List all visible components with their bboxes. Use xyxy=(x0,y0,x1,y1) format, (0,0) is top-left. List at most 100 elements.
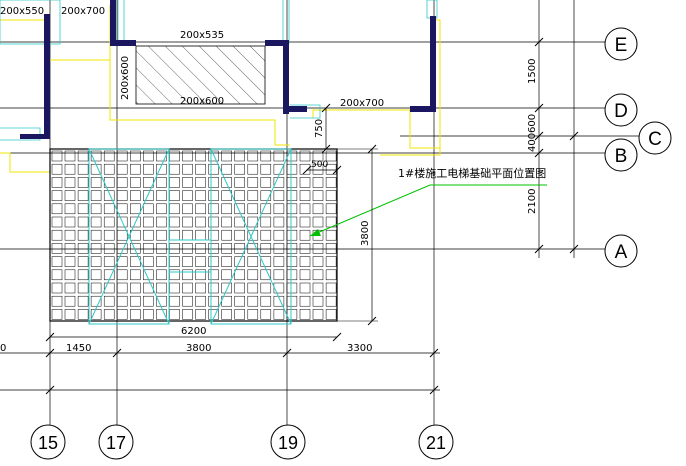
mesh-cell xyxy=(247,243,259,254)
dim-3800-horizontal: 3800 xyxy=(186,343,211,354)
mesh-cell xyxy=(51,309,63,320)
mesh-cell xyxy=(143,309,154,320)
mesh-cell xyxy=(51,229,63,241)
mesh-cell xyxy=(234,163,245,175)
leader-line xyxy=(309,184,547,237)
mesh-cell xyxy=(103,203,115,215)
mesh-cell xyxy=(299,203,311,215)
mesh-cell xyxy=(234,269,245,281)
mesh-cell xyxy=(273,282,285,294)
mesh-cell xyxy=(208,256,219,267)
mesh-cell xyxy=(221,269,232,281)
mesh-cell xyxy=(286,256,298,267)
axis-bubble-15 xyxy=(30,424,66,460)
mesh-cell xyxy=(130,177,141,188)
mesh-cell xyxy=(325,269,337,281)
mesh-cell xyxy=(143,256,154,267)
mesh-cell xyxy=(64,150,76,162)
mesh-cell xyxy=(234,229,245,241)
mesh-cell xyxy=(143,282,154,294)
mesh-cell xyxy=(221,229,232,241)
yellow-outline-5 xyxy=(380,19,441,156)
axis-bubble-C xyxy=(638,121,672,155)
mesh-cell xyxy=(325,229,337,241)
mesh-cell xyxy=(273,177,285,188)
mesh-cell xyxy=(182,190,193,201)
mesh-cell xyxy=(90,282,102,294)
mesh-cell xyxy=(195,309,206,320)
mesh-cell xyxy=(182,243,193,254)
mesh-cell xyxy=(156,177,167,188)
mesh-cell xyxy=(130,269,141,281)
mesh-cell xyxy=(299,295,311,307)
mesh-cell xyxy=(247,282,259,294)
mesh-cell xyxy=(143,190,154,201)
yellow-outline-3 xyxy=(109,60,290,146)
mesh-cell xyxy=(130,295,141,307)
mesh-cell xyxy=(247,150,259,162)
mesh-cell xyxy=(286,282,298,294)
mesh-cell xyxy=(156,309,167,320)
mesh-cell xyxy=(116,243,128,254)
axis-bubble-17 xyxy=(98,424,134,460)
mesh-cell xyxy=(64,229,76,241)
mesh-cell xyxy=(247,203,259,215)
dim-ticks xyxy=(45,37,579,395)
wall-left xyxy=(44,14,50,136)
mesh-cell xyxy=(286,295,298,307)
mesh-cell xyxy=(64,256,76,267)
dim-600: 600 xyxy=(527,114,538,133)
hatched-shaft xyxy=(135,45,266,105)
mesh-cell xyxy=(299,177,311,188)
axis-label-17: 17 xyxy=(106,433,126,453)
mesh-cell xyxy=(182,269,193,281)
mesh-cell xyxy=(182,203,193,215)
dim-3800-vertical: 3800 xyxy=(360,221,371,246)
mesh-cell xyxy=(221,216,232,228)
mesh-cell xyxy=(221,203,232,215)
mesh-cell xyxy=(234,190,245,201)
mesh-cell xyxy=(116,309,128,320)
mesh-cell xyxy=(103,243,115,254)
mesh-cell xyxy=(234,282,245,294)
mesh-cell xyxy=(156,243,167,254)
mesh-cell xyxy=(325,243,337,254)
mesh-cell xyxy=(143,243,154,254)
mesh-cell xyxy=(312,282,324,294)
mesh-cell xyxy=(77,229,89,241)
mesh-cell xyxy=(273,150,285,162)
mesh-cell xyxy=(273,190,285,201)
mesh-cell xyxy=(208,282,219,294)
mesh-cell xyxy=(103,163,115,175)
mesh-cell xyxy=(208,190,219,201)
label-200x600-side: 200x600 xyxy=(120,56,131,100)
mesh-cell xyxy=(182,282,193,294)
mesh-cell xyxy=(182,177,193,188)
mesh-cell xyxy=(51,295,63,307)
mesh-cell xyxy=(195,150,206,162)
mesh-cell xyxy=(286,177,298,188)
axis-bubble-A xyxy=(604,234,638,268)
mesh-cell xyxy=(286,216,298,228)
mesh-cell xyxy=(156,203,167,215)
mesh-cell xyxy=(273,243,285,254)
mesh-cell xyxy=(156,190,167,201)
mesh-cell xyxy=(77,216,89,228)
mesh-cell xyxy=(195,282,206,294)
mesh-cell xyxy=(312,295,324,307)
mesh-cell xyxy=(182,309,193,320)
mesh-cell xyxy=(195,190,206,201)
axis-bubble-E xyxy=(604,27,638,61)
mesh-cell xyxy=(143,229,154,241)
structural-walls xyxy=(20,0,436,139)
mesh-cell xyxy=(260,163,272,175)
mesh-cell xyxy=(64,309,76,320)
mesh-cell xyxy=(325,282,337,294)
mesh-cell xyxy=(286,190,298,201)
mesh-cell xyxy=(208,243,219,254)
mesh-cell xyxy=(182,216,193,228)
mesh-cell xyxy=(103,190,115,201)
mesh-cell xyxy=(116,163,128,175)
mesh-cell xyxy=(143,150,154,162)
